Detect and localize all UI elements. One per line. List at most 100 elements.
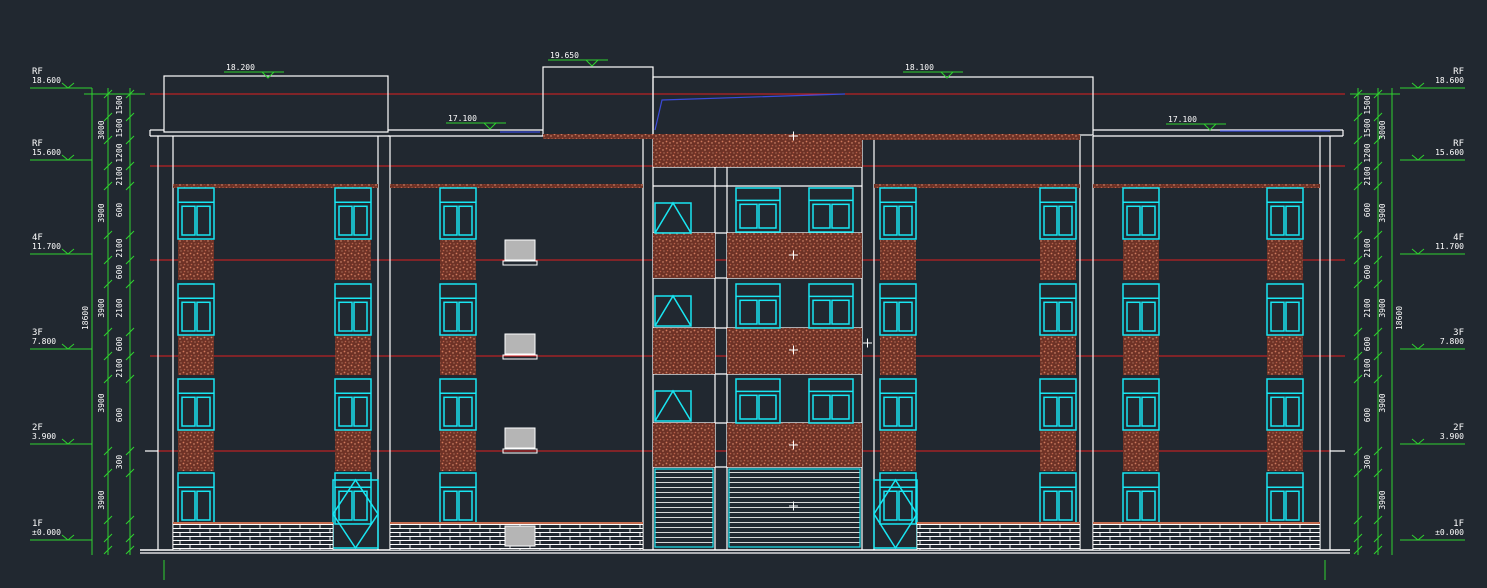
dimension-segment-label: 1500: [115, 95, 124, 114]
svg-text:3.900: 3.900: [32, 432, 56, 441]
svg-text:RF: RF: [32, 67, 43, 77]
window: [439, 472, 477, 525]
window: [1122, 472, 1160, 525]
window: [808, 187, 854, 233]
stone-pier: [178, 240, 214, 280]
center-markers: [789, 131, 872, 511]
stair-window: [654, 389, 692, 422]
svg-text:7.800: 7.800: [32, 337, 56, 346]
dimension-ticks: [103, 89, 1383, 555]
dimension-segment-label: 2100: [1363, 238, 1372, 257]
elevation-tag-left: 1F±0.000: [30, 519, 92, 541]
dimension-floor-label: 3900: [97, 393, 106, 412]
roof-elevation-tag: 19.650: [548, 51, 608, 67]
window: [334, 283, 372, 336]
stone-pier: [1123, 430, 1159, 471]
svg-text:3F: 3F: [32, 328, 43, 338]
window: [1266, 472, 1304, 525]
brick-plinth: [172, 522, 1321, 551]
stone-pier: [178, 335, 214, 375]
dimension-floor-label: 3900: [97, 298, 106, 317]
dimension-segment-label: 300: [1363, 455, 1372, 470]
window: [1266, 187, 1304, 240]
elevation-tags: RF18.600RF15.6004F11.7003F7.8002F3.9001F…: [30, 67, 1465, 541]
stone-pier: [335, 430, 371, 471]
svg-text:1F: 1F: [32, 519, 43, 529]
elevation-tag-right: 1F±0.000: [1400, 519, 1465, 541]
svg-text:15.600: 15.600: [1435, 148, 1464, 157]
elevation-tag-left: 2F3.900: [30, 423, 92, 445]
svg-text:18.600: 18.600: [1435, 76, 1464, 85]
dimension-segment-label: 600: [115, 203, 124, 218]
svg-text:18.200: 18.200: [226, 63, 255, 72]
stone-pier: [178, 430, 214, 471]
window: [177, 378, 215, 431]
dimension-floor-label: 3900: [1378, 298, 1387, 317]
dimension-segment-label: 2100: [115, 238, 124, 257]
stone-pier: [880, 335, 916, 375]
dimension-segment-label: 600: [115, 408, 124, 423]
svg-text:7.800: 7.800: [1440, 337, 1464, 346]
roof-elevation-tags: 18.200 17.100 19.650 18.100 17.100: [224, 51, 1226, 131]
window: [879, 187, 917, 240]
ac-units: [502, 239, 538, 547]
dimension-total-label: 18600: [81, 306, 90, 330]
stone-pier: [1040, 240, 1076, 280]
stone-pier: [880, 430, 916, 471]
svg-text:±0.000: ±0.000: [32, 528, 61, 537]
svg-text:RF: RF: [1453, 67, 1464, 77]
stone-pier: [1040, 430, 1076, 471]
dimension-segment-label: 2100: [115, 358, 124, 377]
dimension-segment-label: 600: [115, 337, 124, 352]
svg-text:11.700: 11.700: [1435, 242, 1464, 251]
roof-elevation-tag: 18.100: [903, 63, 963, 79]
window: [334, 378, 372, 431]
svg-text:15.600: 15.600: [32, 148, 61, 157]
window: [808, 283, 854, 329]
window: [1122, 187, 1160, 240]
stone-pier: [1123, 335, 1159, 375]
dimension-total-label: 18600: [1395, 306, 1404, 330]
stair-window: [654, 294, 692, 327]
window: [177, 472, 215, 525]
window: [1266, 378, 1304, 431]
elevation-tag-right: 3F7.800: [1400, 328, 1465, 350]
dimension-floor-label: 3900: [1378, 203, 1387, 222]
window: [1122, 283, 1160, 336]
svg-text:11.700: 11.700: [32, 242, 61, 251]
stone-pier: [1267, 335, 1303, 375]
svg-text:±0.000: ±0.000: [1435, 528, 1464, 537]
svg-text:19.650: 19.650: [550, 51, 579, 60]
window: [334, 187, 372, 240]
dimension-floor-label: 3900: [1378, 490, 1387, 509]
dimension-segment-label: 2100: [1363, 166, 1372, 185]
dimension-floor-label: 3900: [97, 490, 106, 509]
stair-window: [654, 201, 692, 234]
window: [439, 283, 477, 336]
roof-elevation-tag: 17.100: [446, 114, 506, 130]
window: [735, 283, 781, 329]
window: [1039, 472, 1077, 525]
rolling-shutters: [654, 468, 861, 548]
dimension-segment-label: 1200: [1363, 143, 1372, 162]
window: [735, 187, 781, 233]
dimension-segment-label: 2100: [1363, 358, 1372, 377]
window: [1266, 283, 1304, 336]
svg-text:18.100: 18.100: [905, 63, 934, 72]
window: [1039, 283, 1077, 336]
window: [808, 378, 854, 424]
window: [1039, 378, 1077, 431]
window: [439, 378, 477, 431]
stone-pier: [1123, 240, 1159, 280]
dimension-segment-label: 2100: [1363, 298, 1372, 317]
dimension-segment-label: 600: [115, 265, 124, 280]
svg-text:17.100: 17.100: [1168, 115, 1197, 124]
